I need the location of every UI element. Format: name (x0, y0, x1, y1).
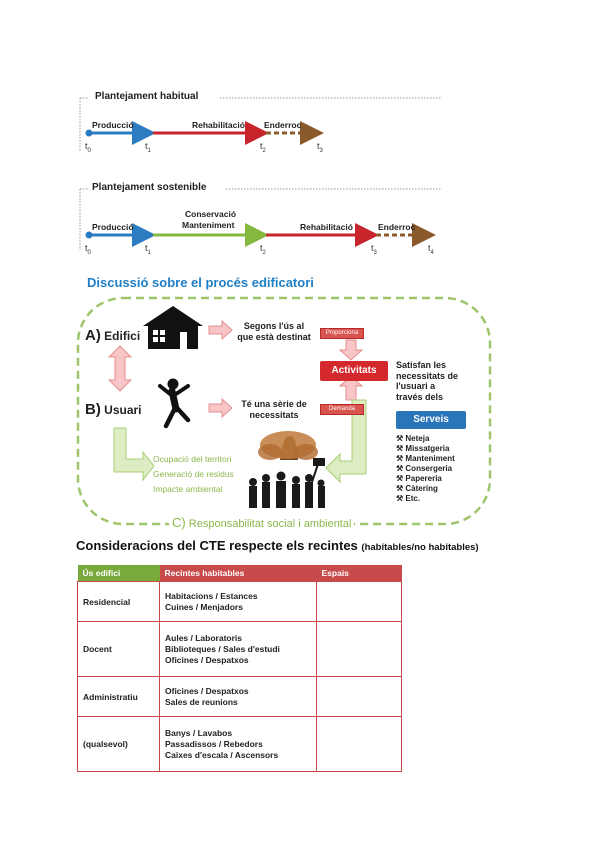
table-cell-recintes: Oficines / Despatxos Sales de reunions (159, 676, 317, 717)
timeline-usual-arrows (85, 121, 324, 145)
arrow-usuari-desc (208, 397, 233, 419)
phase-label-rehabilitacio: Rehabilitació (300, 222, 353, 232)
table-cell-espais (316, 716, 402, 772)
demanda-tag: Demanda (320, 404, 364, 415)
role-b-label: Usuari (104, 403, 142, 417)
edifici-description: Segons l'ús al que està destinat (237, 321, 311, 342)
table-cell-espais (316, 676, 402, 717)
person-icon (158, 378, 191, 429)
column-header: Ús edifici (77, 565, 160, 582)
services-list: ⚒ Neteja ⚒ Missatgeria ⚒ Manteniment ⚒ C… (396, 434, 455, 504)
phase-label-manteniment: Manteniment (182, 220, 235, 230)
arrow-edifici-desc (208, 319, 233, 341)
service-item: ⚒ Càtering (396, 484, 438, 493)
discussion-title: Discussió sobre el procés edificatori (87, 275, 314, 290)
phase-label-produccio: Producció (92, 222, 134, 232)
role-b-letter: B) (85, 401, 101, 418)
column-header: Recintes habitables (159, 565, 317, 582)
activitats-box: Activitats (320, 361, 388, 381)
tick-t4: t4 (428, 243, 434, 256)
cte-title: Consideracions del CTE respecte els reci… (76, 538, 479, 553)
service-item: ⚒ Papereria (396, 474, 442, 483)
timeline-usual-title: Plantejament habitual (92, 91, 202, 102)
table-row: Residencial Habitacions / Estances Cuine… (77, 581, 402, 622)
tick-t1: t1 (145, 243, 151, 256)
service-item: ⚒ Neteja (396, 434, 430, 443)
tools-icon: ⚒ (396, 494, 404, 503)
impacts-list: Ocupació del territori Generació de resi… (153, 452, 234, 497)
tools-icon: ⚒ (396, 484, 404, 493)
table-cell-use: (qualsevol) (77, 716, 160, 772)
table-header-row: Ús edifici Recintes habitables Espais (77, 565, 402, 582)
tools-icon: ⚒ (396, 474, 404, 483)
table-cell-use: Residencial (77, 581, 160, 622)
impact-item: Generació de residus (153, 469, 234, 479)
tick-t2: t2 (260, 141, 266, 154)
service-item: ⚒ Manteniment (396, 454, 455, 463)
role-c-letter: C) (172, 515, 186, 530)
tick-t1: t1 (145, 141, 151, 154)
tree-people-icon (249, 431, 325, 508)
phase-label-rehabilitacio: Rehabilitació (192, 120, 245, 130)
house-icon (143, 306, 203, 349)
impact-item: Ocupació del territori (153, 454, 232, 464)
service-item: ⚒ Consergeria (396, 464, 453, 473)
column-header: Espais (316, 565, 402, 582)
table-cell-espais (316, 621, 402, 677)
arrow-proporciona (338, 339, 364, 361)
table-cell-recintes: Banys / Lavabos Passadissos / Rebedors C… (159, 716, 317, 772)
proporciona-tag: Proporciona (320, 328, 364, 339)
tools-icon: ⚒ (396, 464, 404, 473)
usuari-description: Té una sèrie de necessitats (241, 399, 307, 420)
arrow-a-b (107, 345, 133, 392)
role-c-label: Responsabilitat social i ambiental (188, 518, 352, 530)
tools-icon: ⚒ (396, 444, 404, 453)
table-row: Administratiu Oficines / Despatxos Sales… (77, 676, 402, 717)
timeline-usual-frame (79, 97, 442, 152)
table-row: Docent Aules / Laboratoris Biblioteques … (77, 621, 402, 677)
role-b: B) Usuari (85, 401, 142, 418)
green-arrows (113, 399, 367, 484)
timeline-sustainable-arrows (85, 223, 436, 247)
satisfan-text: Satisfan les necessitats de l'usuari a t… (396, 360, 459, 402)
table-cell-use: Docent (77, 621, 160, 677)
role-a-letter: A) (85, 327, 101, 344)
role-c: C) Responsabilitat social i ambiental (169, 515, 355, 530)
phase-label-produccio: Producció (92, 120, 134, 130)
timeline-sustainable-title: Plantejament sostenible (89, 182, 210, 193)
serveis-box: Serveis (396, 411, 466, 429)
table-cell-use: Administratiu (77, 676, 160, 717)
arrow-demanda (338, 375, 364, 401)
table-cell-espais (316, 581, 402, 622)
service-item: ⚒ Missatgeria (396, 444, 450, 453)
tick-t2: t2 (260, 243, 266, 256)
impact-item: Impacte ambiental (153, 484, 223, 494)
recintes-table: Ús edifici Recintes habitables Espais Re… (77, 565, 402, 772)
tick-t3: t3 (371, 243, 377, 256)
arrow-usuari-impacts (113, 427, 155, 482)
arrow-activitats-society (325, 399, 367, 484)
tick-t0: t0 (85, 141, 91, 154)
role-a: A) Edifici (85, 327, 140, 344)
timeline-sustainable-frame (79, 188, 442, 250)
phase-label-conservacio: Conservació (185, 209, 237, 219)
table-row: (qualsevol) Banys / Lavabos Passadissos … (77, 716, 402, 772)
pink-arrows (107, 319, 364, 419)
phase-label-enderroc: Enderroc (264, 120, 302, 130)
tools-icon: ⚒ (396, 454, 404, 463)
role-a-label: Edifici (104, 329, 141, 343)
tick-t0: t0 (85, 243, 91, 256)
tools-icon: ⚒ (396, 434, 404, 443)
tick-t3: t3 (317, 141, 323, 154)
table-cell-recintes: Habitacions / Estances Cuines / Menjador… (159, 581, 317, 622)
service-item: ⚒ Etc. (396, 494, 421, 503)
phase-label-enderroc: Enderroc (378, 222, 416, 232)
table-cell-recintes: Aules / Laboratoris Biblioteques / Sales… (159, 621, 317, 677)
